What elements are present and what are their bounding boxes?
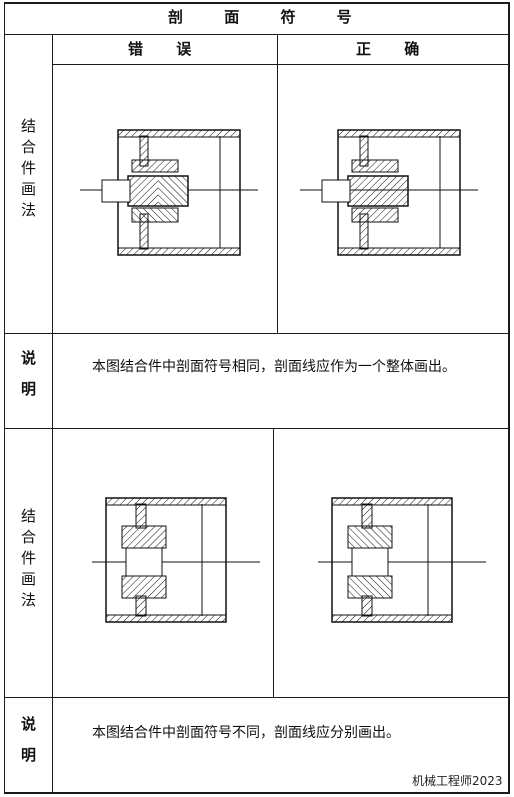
label-column-border <box>52 34 53 794</box>
row3-column-divider <box>273 428 274 697</box>
row2-label: 说明 <box>19 350 37 412</box>
row4-label: 说明 <box>19 716 37 778</box>
table-left-border <box>4 2 5 794</box>
drawing-hub-assembly-right <box>318 497 486 623</box>
header-bottom-border <box>52 64 510 65</box>
table-top-border <box>4 2 510 4</box>
row3-label: 结合件画法 <box>19 508 37 613</box>
title-bottom-border <box>4 34 510 35</box>
drawing-shaft-assembly-wrong <box>80 129 258 256</box>
watermark-label: 机械工程师2023 <box>412 774 503 788</box>
section1-note: 本图结合件中剖面符号相同，剖面线应作为一个整体画出。 <box>92 359 456 375</box>
section2-note: 本图结合件中剖面符号不同，剖面线应分别画出。 <box>92 725 400 741</box>
row3-bottom-border <box>4 697 510 698</box>
row1-label: 结合件画法 <box>19 118 37 223</box>
column-header-right: 正 确 <box>356 40 434 58</box>
table-right-border <box>508 2 510 794</box>
drawing-shaft-assembly-right <box>300 129 478 256</box>
table-title: 剖 面 符 号 <box>168 8 370 26</box>
row2-bottom-border <box>4 428 510 429</box>
drawing-hub-assembly-wrong <box>92 497 260 623</box>
row1-bottom-border <box>4 333 510 334</box>
table-bottom-border <box>4 792 510 794</box>
column-header-wrong: 错 误 <box>128 40 206 58</box>
header-column-divider <box>277 34 278 333</box>
